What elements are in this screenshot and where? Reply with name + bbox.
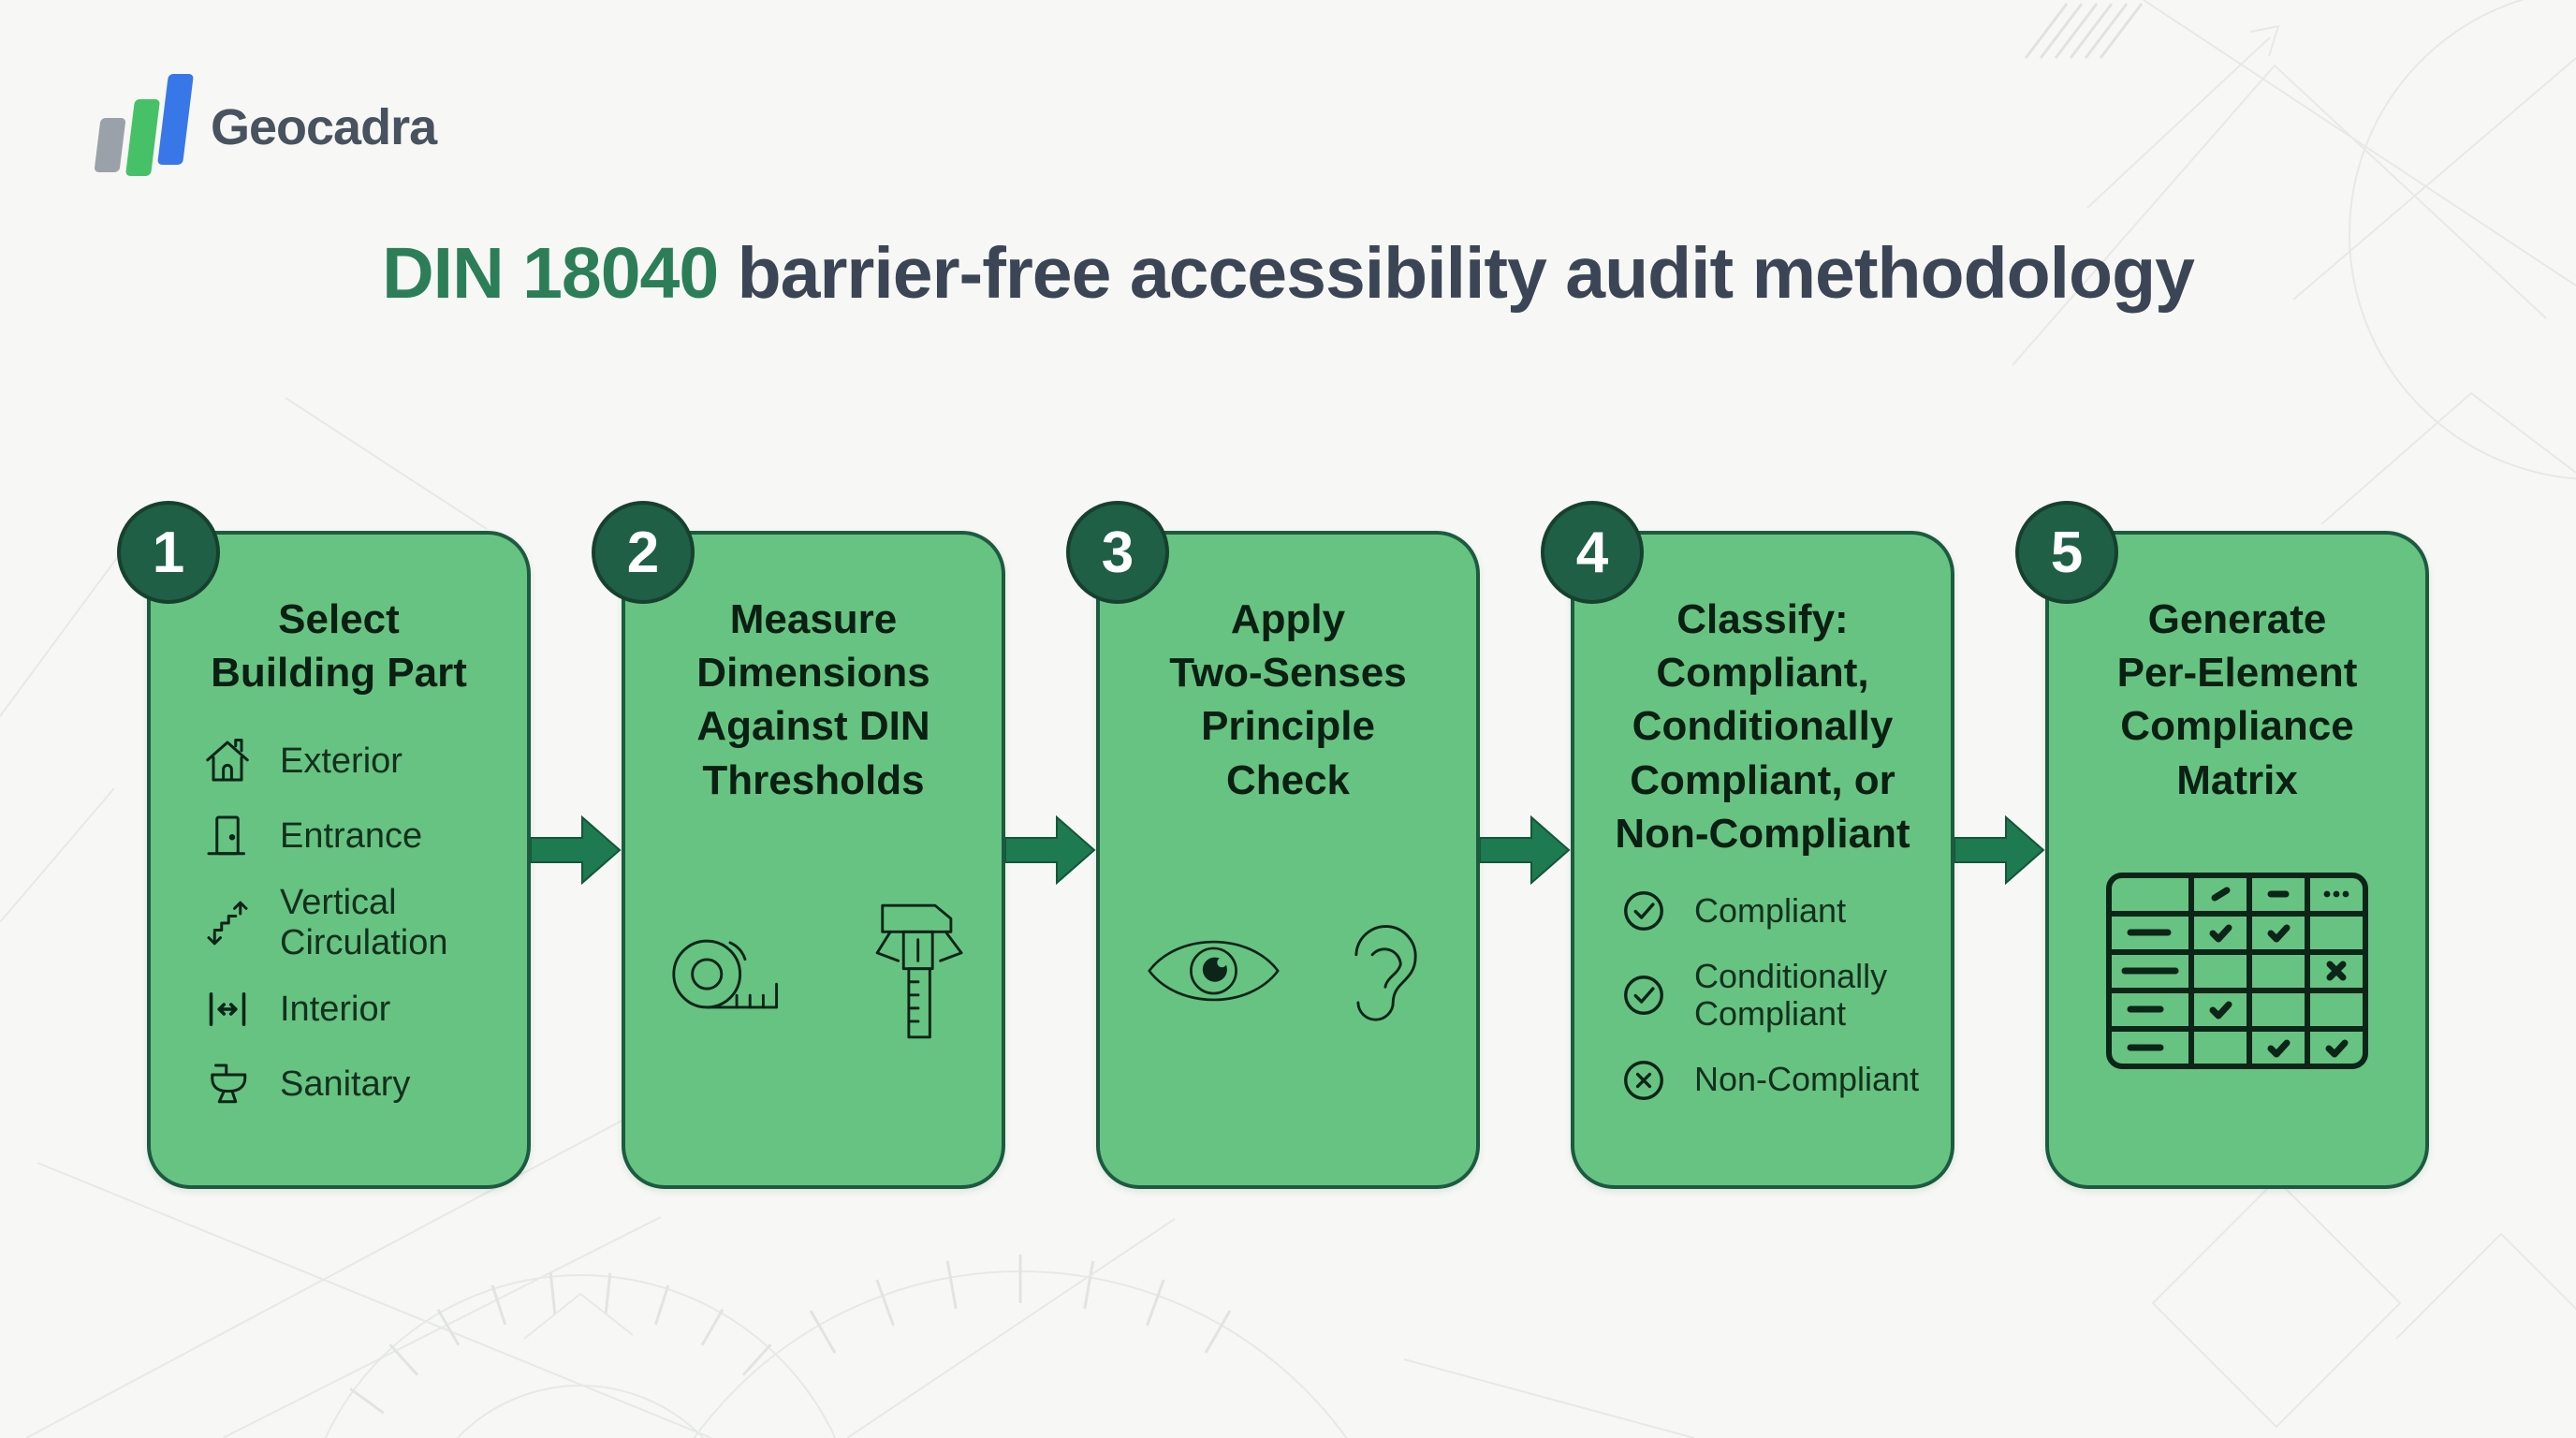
list-item: Vertical Circulation <box>199 883 516 962</box>
step-1-heading: Select Building Part <box>211 596 467 697</box>
process-flow: 1 Select Building Part Exterior <box>117 501 2429 1189</box>
compliance-matrix-icon <box>2100 871 2374 1076</box>
step-1-badge: 1 <box>117 501 220 604</box>
list-item: Interior <box>199 981 516 1037</box>
step-card-3: 3 Apply Two-Senses Principle Check <box>1066 501 1480 1189</box>
clearance-icon <box>199 981 256 1037</box>
stairs-icon <box>199 895 256 951</box>
step-5-icons <box>2049 807 2425 1185</box>
list-item: Exterior <box>199 733 516 789</box>
brand-logo: Geocadra <box>94 74 437 176</box>
right-arrow-icon <box>1954 814 2045 886</box>
step-4-heading: Classify: Compliant, Conditionally Compl… <box>1615 596 1910 857</box>
title-rest: barrier-free accessibility audit methodo… <box>718 233 2195 314</box>
list-item: Compliant <box>1617 885 1939 937</box>
list-item-label: Sanitary <box>280 1064 411 1105</box>
page-title: DIN 18040 barrier-free accessibility aud… <box>0 232 2576 315</box>
toilet-icon <box>199 1056 256 1112</box>
list-item: Conditionally Compliant <box>1617 956 1939 1034</box>
door-icon <box>199 808 256 864</box>
logo-bar-green <box>124 99 161 176</box>
step-card-5: 5 Generate Per-Element Compliance Matrix <box>2015 501 2429 1189</box>
title-standard-code: DIN 18040 <box>382 233 719 314</box>
step-2-badge: 2 <box>592 501 695 604</box>
eye-icon <box>1136 919 1291 1027</box>
right-arrow-icon <box>1480 814 1571 886</box>
step-5-heading: Generate Per-Element Compliance Matrix <box>2116 596 2358 803</box>
right-arrow-icon <box>1005 814 1096 886</box>
step-card-1: 1 Select Building Part Exterior <box>117 501 531 1189</box>
list-item-label: Exterior <box>280 741 402 782</box>
logo-bar-blue <box>157 74 194 165</box>
list-item: Entrance <box>199 808 516 864</box>
check-circle-icon <box>1617 885 1670 937</box>
logo-bar-gray <box>94 118 126 172</box>
list-item: Non-Compliant <box>1617 1054 1939 1107</box>
step-card-4: 4 Classify: Compliant, Conditionally Com… <box>1541 501 1954 1189</box>
list-item-label: Compliant <box>1694 890 1847 930</box>
step-4-list: Compliant Conditionally Compliant <box>1574 885 1951 1107</box>
logo-bars-icon <box>94 74 196 176</box>
x-circle-icon <box>1617 1054 1670 1107</box>
list-item-label: Entrance <box>280 816 423 857</box>
list-item: Sanitary <box>199 1056 516 1112</box>
step-5-badge: 5 <box>2015 501 2118 604</box>
check-circle-icon <box>1617 969 1670 1021</box>
flow-arrow-4 <box>1954 531 2045 1189</box>
house-icon <box>199 733 256 789</box>
brand-name: Geocadra <box>211 99 437 155</box>
right-arrow-icon <box>531 814 622 886</box>
list-item-label: Non-Compliant <box>1694 1060 1920 1099</box>
step-4-badge: 4 <box>1541 501 1644 604</box>
flow-arrow-3 <box>1480 531 1571 1189</box>
list-item-label: Conditionally Compliant <box>1694 956 1888 1034</box>
flow-arrow-1 <box>531 531 622 1189</box>
step-2-icons <box>625 807 1002 1185</box>
list-item-label: Interior <box>280 990 391 1030</box>
step-3-heading: Apply Two-Senses Principle Check <box>1169 596 1407 803</box>
ear-icon <box>1332 896 1440 1050</box>
list-item-label: Vertical Circulation <box>280 883 448 962</box>
step-card-2: 2 Measure Dimensions Against DIN Thresho… <box>592 501 1005 1189</box>
step-3-badge: 3 <box>1066 501 1169 604</box>
tape-measure-icon <box>651 901 810 1046</box>
step-1-list: Exterior Entrance <box>151 733 527 1112</box>
step-2-heading: Measure Dimensions Against DIN Threshold… <box>696 596 930 803</box>
flow-arrow-2 <box>1005 531 1096 1189</box>
step-3-icons <box>1100 807 1476 1185</box>
caliper-icon <box>851 880 977 1067</box>
